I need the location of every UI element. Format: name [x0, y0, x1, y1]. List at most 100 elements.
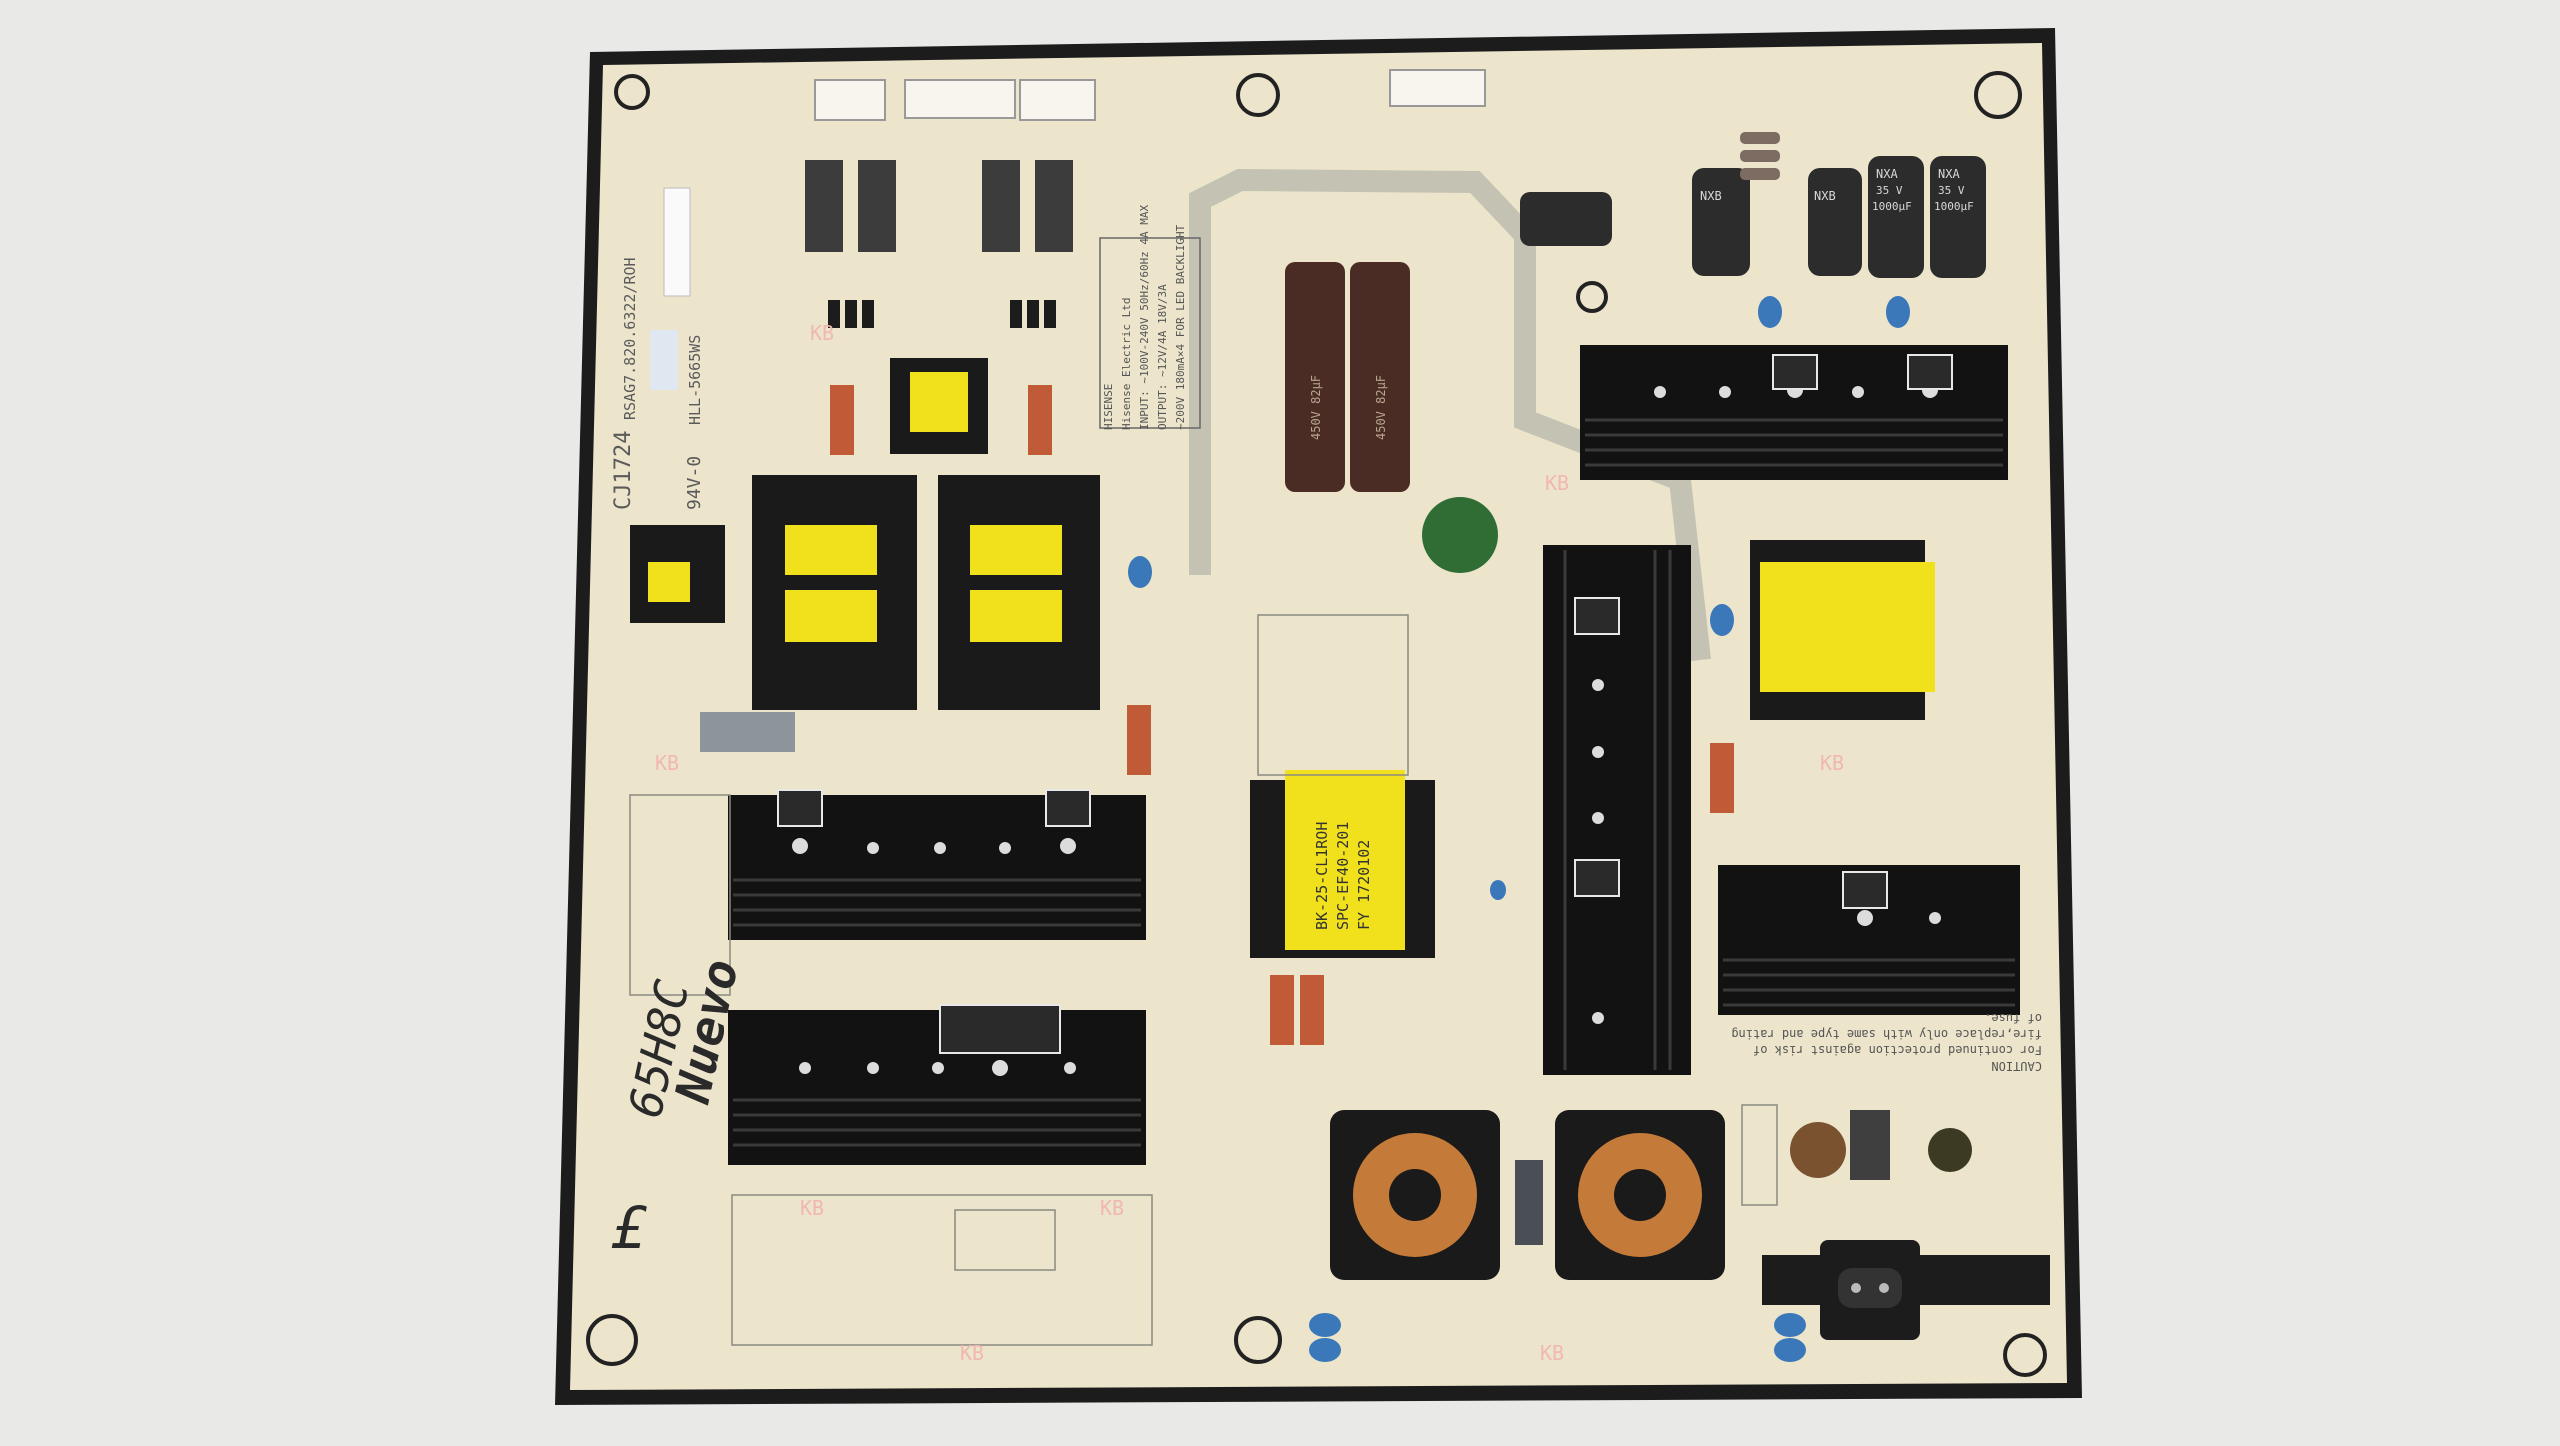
y-capacitor [1309, 1338, 1341, 1362]
capacitor-voltage: 35 V [1938, 184, 1965, 197]
board-model: HLL-5665WS [686, 335, 704, 425]
capacitor-voltage: 35 V [1876, 184, 1903, 197]
diode-row [828, 300, 1056, 328]
ac-inlet [1762, 1240, 2050, 1340]
bulk-capacitor-label: 450V 82μF [1374, 375, 1388, 440]
power-resistors [1740, 132, 1780, 180]
watermark: KB [1545, 471, 1569, 495]
transformer-label-1: BK-25-CL1ROH [1313, 822, 1331, 930]
watermark: KB [960, 1341, 984, 1365]
common-mode-chokes [1330, 1110, 1725, 1280]
screw [867, 842, 879, 854]
electrolytic-capacitor [1868, 156, 1924, 278]
transformer-tape [970, 590, 1062, 642]
bulk-capacitor [1350, 262, 1410, 492]
y-capacitors [1128, 296, 1910, 1362]
transformer-tape [785, 525, 877, 575]
mfr-logo [650, 330, 678, 390]
bulk-capacitor [1285, 262, 1345, 492]
mounting-hole [1234, 1316, 1282, 1364]
x-capacitor [1515, 1160, 1543, 1245]
screw [1857, 910, 1873, 926]
mosfet [805, 160, 843, 252]
left-labels: RSAG7.820.6322/ROH HLL-5665WS CJ1724 94V… [611, 257, 705, 510]
inlet-pin [1879, 1283, 1889, 1293]
screw [1592, 746, 1604, 758]
mounting-hole [1236, 73, 1280, 117]
board-rating: 94V-0 [684, 456, 705, 510]
aux-transformer-top [890, 358, 988, 454]
mosfet-group [805, 160, 1073, 252]
choke-core [1389, 1169, 1441, 1221]
transistor [1574, 597, 1620, 635]
mounting-hole [2003, 1333, 2047, 1377]
transistor [1907, 354, 1953, 390]
screw [1592, 812, 1604, 824]
y-capacitor [1774, 1313, 1806, 1337]
mounting-holes [586, 71, 2047, 1377]
transformer-tape [648, 562, 690, 602]
main-transformer: BK-25-CL1ROH SPC-EF40-201 FY 1720102 [1250, 770, 1435, 958]
mounting-hole [1974, 71, 2022, 119]
caution-line-1: For continued protection against risk of [1753, 1043, 2042, 1057]
watermark: KB [655, 751, 679, 775]
diode [845, 300, 857, 328]
output-capacitors: NXB NXB NXA 35 V 1000μF NXA 35 V 1000μF [1520, 156, 1986, 278]
film-capacitor [1028, 385, 1052, 455]
diode [1044, 300, 1056, 328]
capacitor-brand: NXA [1876, 167, 1898, 181]
spec-line-3: OUTPUT: ~12V/4A 18V/3A [1156, 284, 1169, 430]
screw [999, 842, 1011, 854]
varistor [1928, 1128, 1972, 1172]
power-transistors [777, 354, 1953, 1054]
diode [862, 300, 874, 328]
spec-line-4: ~200V 180mA×4 FOR LED BACKLIGHT [1174, 224, 1187, 430]
bulk-capacitors: 450V 82μF 450V 82μF [1285, 262, 1410, 492]
choke-core [1614, 1169, 1666, 1221]
board-part-number: RSAG7.820.6322/ROH [621, 257, 639, 420]
connector [1019, 79, 1096, 121]
heatsink-fins [733, 418, 2015, 1147]
transistor [777, 789, 823, 827]
connector [1389, 69, 1486, 107]
screw [1060, 838, 1076, 854]
y-capacitor [1128, 556, 1152, 588]
film-capacitor [1300, 975, 1324, 1045]
barcode-sticker [663, 187, 691, 297]
transformer-tape [785, 590, 877, 642]
top-connectors [814, 69, 1486, 121]
thermistor [1422, 497, 1498, 573]
handwritten-initial: £ [611, 1194, 647, 1262]
caution-notice: CAUTION For continued protection against… [1731, 1011, 2042, 1073]
small-box-capacitor [1850, 1110, 1890, 1180]
mounting-hole [1576, 281, 1608, 313]
screw [792, 838, 808, 854]
capacitor-brand: NXB [1814, 189, 1836, 203]
silk-box [1741, 1104, 1778, 1206]
film-capacitor [1127, 705, 1151, 775]
diode [1010, 300, 1022, 328]
y-capacitor [1774, 1338, 1806, 1362]
mosfet [1035, 160, 1073, 252]
transformer-tape [1285, 770, 1405, 950]
y-capacitor [1309, 1313, 1341, 1337]
transistor [1772, 354, 1818, 390]
electrolytic-capacitor [1692, 168, 1750, 276]
led-transformer-2 [938, 475, 1100, 710]
bulk-capacitor-label: 450V 82μF [1309, 375, 1323, 440]
bridge-rectifier [939, 1004, 1061, 1054]
film-capacitor [1710, 743, 1734, 813]
screw [1852, 386, 1864, 398]
transformer-label-2: SPC-EF40-201 [1334, 822, 1352, 930]
spec-line-2: INPUT: ~100V-240V 50Hz/60Hz 4A MAX [1138, 204, 1151, 430]
relay [700, 712, 795, 752]
spec-line-1: Hisense Electric Ltd [1120, 298, 1133, 430]
mounting-hole [586, 1314, 638, 1366]
capacitor-capacity: 1000μF [1872, 200, 1912, 213]
transistor [1842, 871, 1888, 909]
mounting-hole [614, 74, 650, 110]
silk-box [629, 794, 731, 996]
watermark: KB [800, 1196, 824, 1220]
standby-transformer [1750, 540, 1935, 720]
